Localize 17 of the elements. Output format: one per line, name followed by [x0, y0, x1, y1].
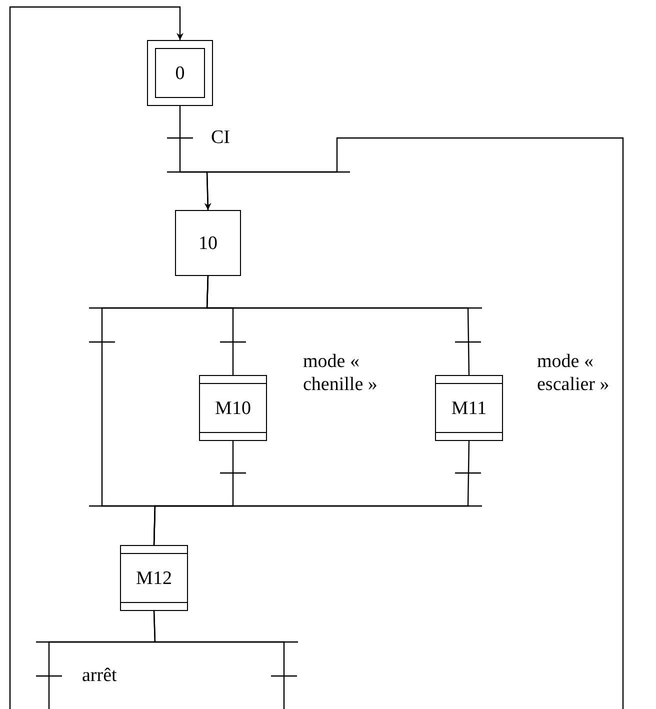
step-caption: mode « escalier »: [537, 350, 610, 396]
step-label: 10: [198, 234, 218, 252]
step-box: [175, 210, 241, 276]
step-label: M10: [215, 398, 251, 418]
arrow: [9, 6, 184, 709]
initial-step-box: [147, 40, 213, 106]
transition-condition: CI: [211, 126, 230, 149]
macro-step-box: [199, 375, 267, 441]
step-label: 0: [175, 64, 185, 82]
step-label: M12: [136, 568, 172, 588]
macro-step-box: [435, 375, 503, 441]
arrow: [153, 137, 624, 709]
macro-step-box: [120, 545, 188, 611]
transition-condition: arrêt: [82, 664, 117, 687]
link-line: [153, 441, 470, 546]
step-label: M11: [451, 398, 487, 418]
step-caption: mode « chenille »: [303, 350, 378, 396]
